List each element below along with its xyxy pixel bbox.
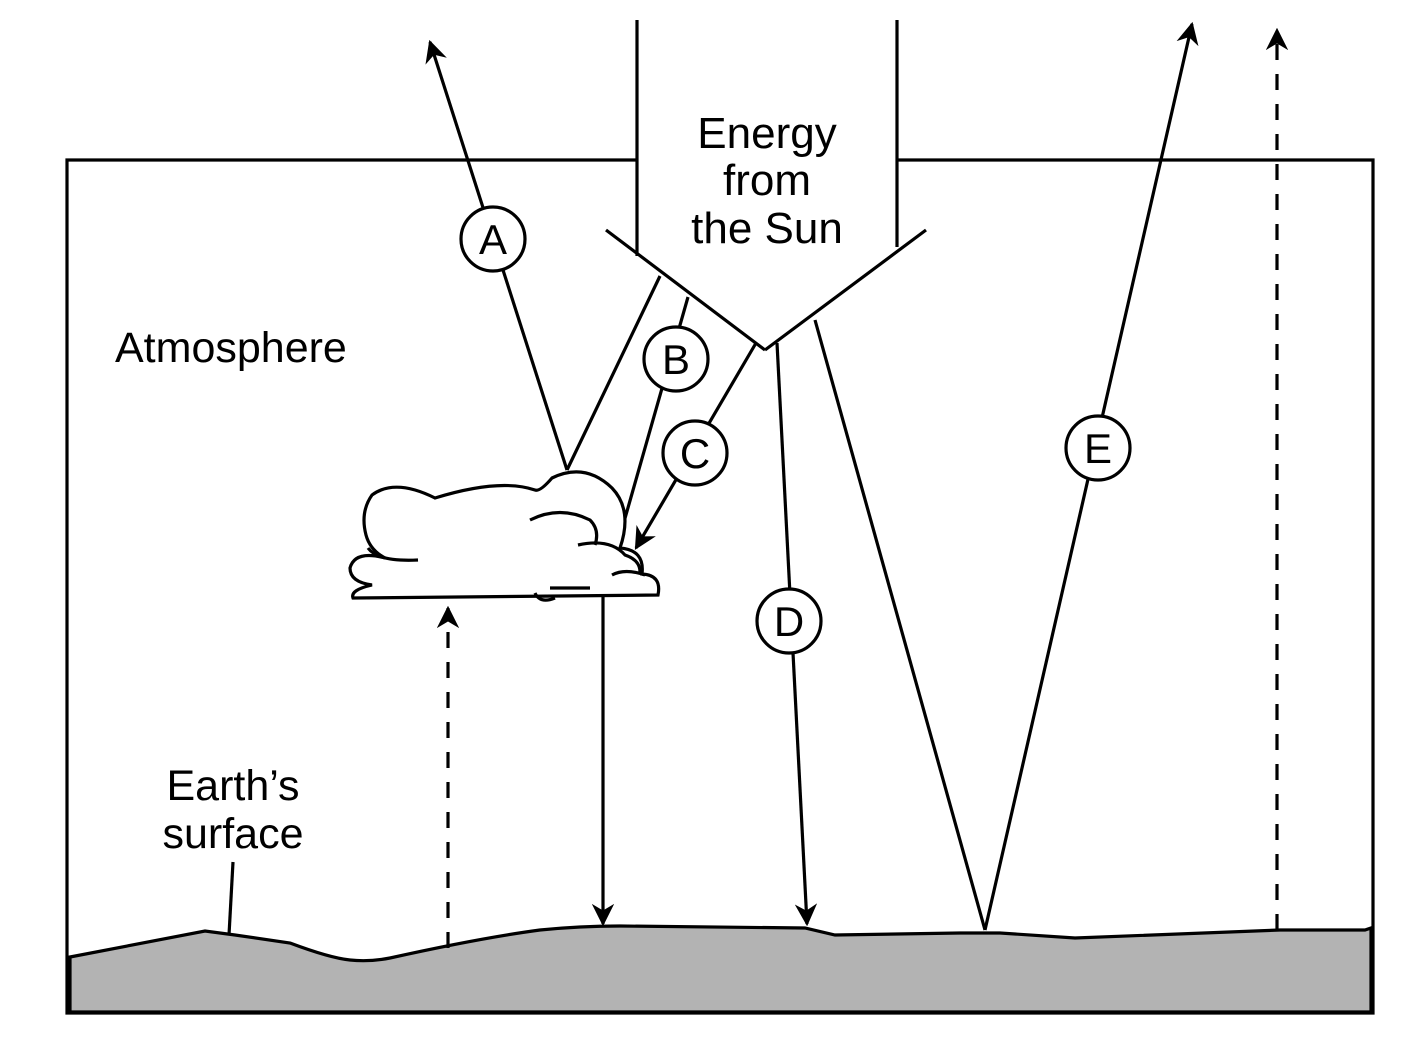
earth-surface-leader	[227, 861, 235, 936]
energy-label-line1: Energy	[697, 109, 836, 158]
marker-c: C	[661, 419, 729, 487]
energy-label-line2: from	[723, 156, 811, 205]
atmosphere-box	[65, 158, 1375, 1015]
marker-d: D	[755, 587, 823, 655]
energy-from-sun-label: Energy from the Sun	[691, 109, 843, 253]
earth-surface-label: Earth’s surface	[162, 762, 303, 858]
marker-c-label: C	[680, 430, 710, 477]
earth-label-line2: surface	[162, 810, 303, 858]
earth-label-line1: Earth’s	[166, 762, 299, 810]
marker-a: A	[459, 205, 527, 273]
marker-b-label: B	[662, 336, 690, 383]
marker-e: E	[1064, 414, 1132, 482]
marker-d-label: D	[774, 598, 804, 645]
energy-label-line3: the Sun	[691, 204, 843, 253]
earth-surface-ground	[68, 924, 1373, 1014]
marker-b: B	[642, 325, 710, 393]
sun-beam	[605, 20, 927, 352]
marker-e-label: E	[1084, 425, 1112, 472]
atmosphere-label: Atmosphere	[115, 324, 347, 372]
cloud	[348, 470, 661, 602]
marker-a-label: A	[479, 216, 507, 263]
